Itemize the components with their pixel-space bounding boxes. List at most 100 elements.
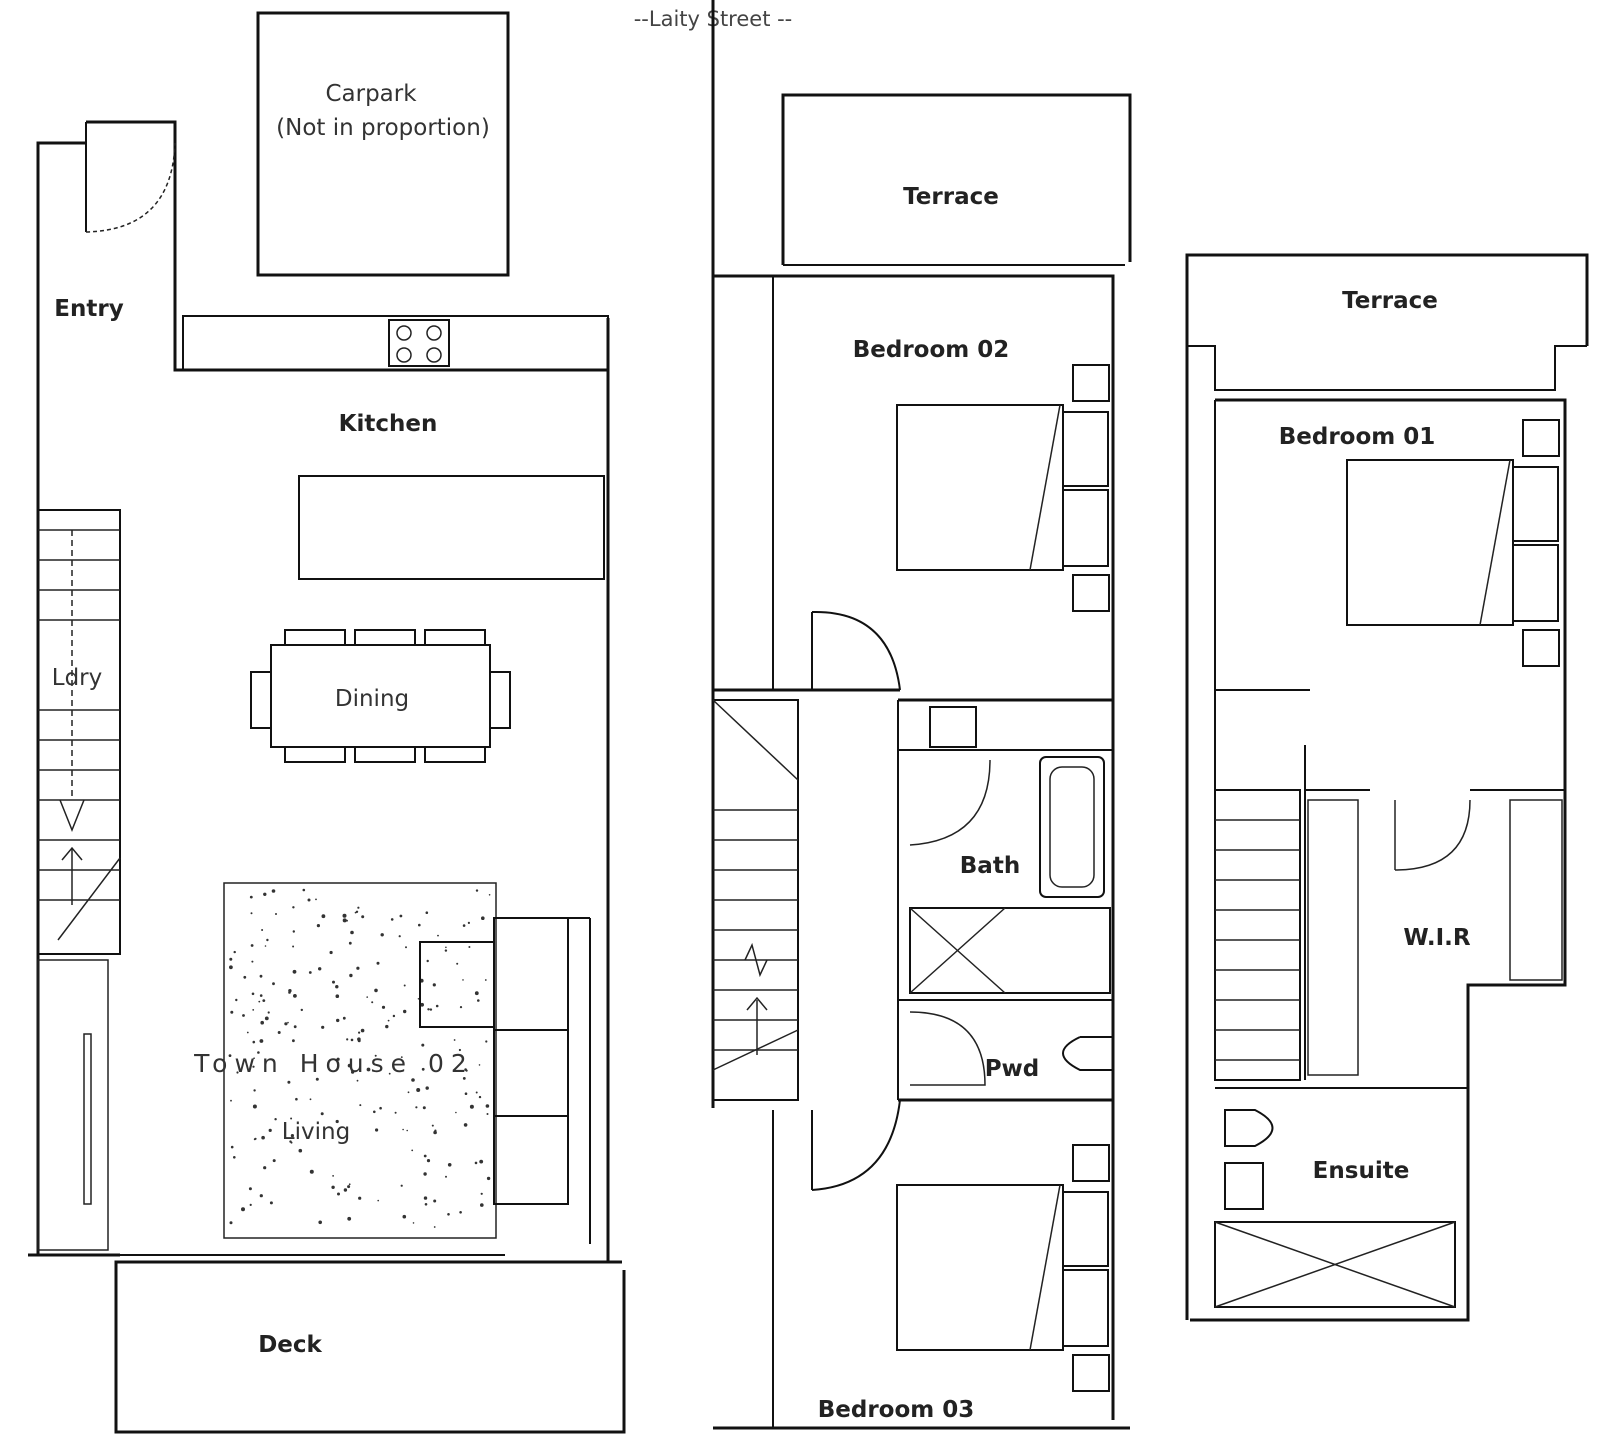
rug-speckle	[347, 1063, 352, 1068]
rug-speckle	[447, 1163, 452, 1167]
rug-speckle	[316, 924, 320, 928]
rug-speckle	[357, 906, 360, 909]
rug-speckle	[377, 1199, 380, 1202]
rug-speckle	[421, 1043, 425, 1047]
rug-speckle	[347, 1185, 351, 1189]
kitchen-label: Kitchen	[339, 411, 438, 437]
rug-speckle	[429, 1008, 433, 1011]
rug-speckle	[462, 1077, 466, 1080]
rug-speckle	[412, 1222, 415, 1224]
rug-speckle	[366, 1067, 371, 1072]
rug-speckle	[230, 1010, 234, 1014]
rug-speckle	[249, 895, 253, 899]
rug-speckle	[229, 1221, 233, 1225]
rug-speckle	[475, 889, 479, 892]
rug-speckle	[267, 1011, 270, 1014]
rug-speckle	[290, 1117, 293, 1120]
rug-speckle	[335, 1119, 339, 1124]
rug-speckle	[337, 1192, 340, 1196]
rug-speckle	[374, 988, 378, 993]
rug-speckle	[424, 1203, 428, 1206]
rug-speckle	[394, 1111, 397, 1114]
rug-speckle	[463, 1123, 468, 1127]
carpark-note: (Not in proportion)	[276, 115, 490, 141]
rug-speckle	[456, 962, 459, 965]
rug-speckle	[295, 1097, 298, 1101]
entry-door	[85, 122, 176, 233]
rug-speckle	[486, 1176, 491, 1181]
rug-speckle	[445, 946, 447, 949]
rug-speckle	[259, 974, 263, 978]
living-label: Living	[282, 1119, 350, 1145]
rug-speckle	[272, 1159, 276, 1163]
rug-speckle	[293, 994, 297, 998]
rug-speckle	[416, 1088, 421, 1092]
bed-bedroom-01	[1346, 419, 1560, 667]
rug-speckle	[271, 889, 276, 893]
rug-speckle	[342, 1016, 346, 1020]
rug-speckle	[315, 898, 317, 901]
rug-speckle	[462, 979, 464, 981]
rug-speckle	[366, 996, 369, 998]
rug-speckle	[287, 1080, 291, 1084]
rug-speckle	[259, 1039, 264, 1043]
rug-speckle	[268, 1128, 272, 1132]
rug-speckle	[371, 1001, 374, 1004]
rug-speckle	[407, 1091, 410, 1094]
rug-speckle	[229, 965, 233, 970]
rug-speckle	[350, 1038, 354, 1042]
rug-speckle	[359, 1104, 362, 1107]
bedroom-03-label: Bedroom 03	[818, 1397, 975, 1423]
rug-speckle	[300, 1008, 303, 1012]
rug-speckle	[292, 930, 295, 933]
rug-speckle	[318, 1220, 323, 1225]
rug-speckle	[318, 967, 322, 971]
rug-speckle	[253, 1057, 255, 1059]
first-floor-plan: Terrace	[711, 0, 1132, 1430]
rug-speckle	[246, 1031, 249, 1034]
rug-speckle	[259, 994, 263, 997]
rug-speckle	[321, 1025, 325, 1029]
rug-speckle	[433, 1130, 437, 1135]
rug-speckle	[417, 998, 420, 1000]
rug-speckle	[437, 934, 439, 937]
rug-speckle	[379, 1106, 382, 1110]
laundry-label: Ldry	[52, 665, 102, 691]
rug-speckle	[480, 1203, 484, 1207]
rug-speckle	[415, 1106, 418, 1109]
ensuite-vanity	[1224, 1162, 1264, 1210]
rug-speckle	[474, 1161, 478, 1165]
rug-speckle	[402, 1214, 407, 1219]
rug-speckle	[400, 1056, 403, 1058]
rug-speckle	[486, 1113, 489, 1115]
rug-speckle	[269, 1201, 273, 1205]
rug-speckle	[422, 1106, 426, 1110]
rug-speckle	[263, 1166, 267, 1170]
rug-speckle	[315, 1077, 319, 1081]
rug-speckle	[302, 888, 306, 892]
kitchen-island	[298, 475, 605, 580]
rug-speckle	[425, 911, 429, 914]
rug-speckle	[272, 982, 275, 986]
rug-speckle	[477, 999, 480, 1002]
ground-cupboard	[37, 959, 109, 1251]
carpark-label: Carpark	[325, 81, 417, 107]
rug-speckle	[336, 1057, 340, 1061]
wir-shelf	[1307, 799, 1359, 1076]
rug-speckle	[329, 950, 333, 955]
rug-speckle	[475, 1091, 478, 1094]
ground-floor-plan: Ldry Entry Kitchen Dining Town House 02 …	[28, 120, 626, 1434]
rug-speckle	[354, 911, 357, 914]
rug-speckle	[481, 916, 485, 920]
rug-speckle	[484, 979, 487, 981]
rug-speckle	[348, 1183, 351, 1186]
rug-speckle	[403, 1009, 407, 1014]
rug-speckle	[252, 1065, 255, 1068]
terrace-2-label: Terrace	[903, 184, 999, 210]
deck-label: Deck	[258, 1332, 322, 1358]
second-floor-plan: Terrace	[1185, 253, 1589, 1322]
rug-speckle	[275, 913, 277, 915]
rug-speckle	[233, 1156, 236, 1159]
rug-speckle	[433, 1226, 436, 1228]
rug-speckle	[229, 957, 233, 961]
